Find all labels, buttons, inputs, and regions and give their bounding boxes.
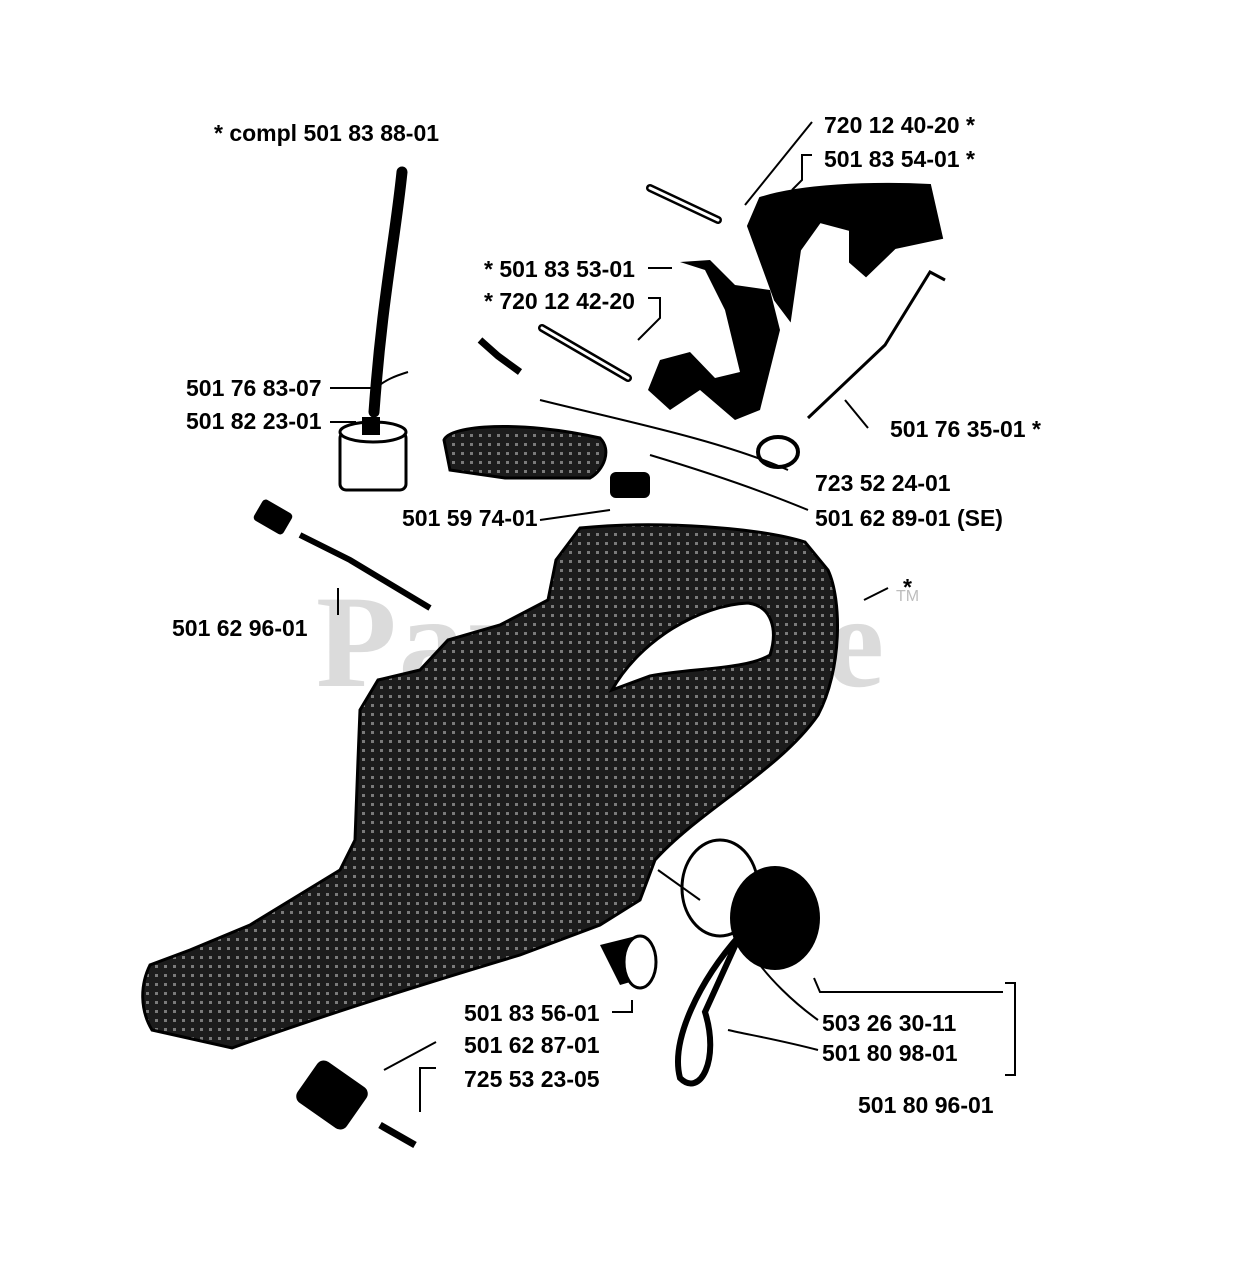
cover-plate[interactable] [442, 424, 608, 480]
label-503-26-30-11: 503 26 30-11 [822, 1010, 957, 1036]
vent-valve[interactable] [293, 1057, 417, 1149]
label-501-76-35-01: 501 76 35-01 * [890, 416, 1041, 442]
label-501-83-53-01: * 501 83 53-01 [484, 256, 635, 282]
plate-sleeve[interactable] [610, 472, 650, 498]
label-501-80-96-01: 501 80 96-01 [858, 1092, 994, 1118]
label-star: * [903, 574, 912, 600]
fuel-cap[interactable] [730, 866, 820, 970]
label-501-59-74-01: 501 59 74-01 [402, 505, 538, 531]
fuel-filter[interactable] [338, 417, 408, 492]
trigger-spring[interactable] [806, 270, 946, 420]
fuel-hose[interactable] [368, 166, 408, 418]
leader-lines [330, 121, 1016, 1112]
throttle-lockout[interactable] [648, 260, 780, 420]
label-501-62-87-01: 501 62 87-01 [464, 1032, 600, 1058]
watermark-trademark: TM [896, 588, 920, 605]
label-501-83-56-01: 501 83 56-01 [464, 1000, 600, 1026]
label-501-62-96-01: 501 62 96-01 [172, 615, 308, 641]
throttle-trigger[interactable] [746, 182, 944, 323]
label-501-62-89-01: 501 62 89-01 (SE) [815, 505, 1003, 531]
label-501-82-23-01: 501 82 23-01 [186, 408, 322, 434]
handle-opening [608, 601, 775, 693]
label-723-52-24-01: 723 52 24-01 [815, 470, 951, 496]
label-720-12-40-20: 720 12 40-20 * [824, 112, 975, 138]
plate-screw[interactable] [477, 337, 523, 375]
cap-strap[interactable] [675, 933, 743, 1087]
label-compl: * compl 501 83 88-01 [214, 120, 440, 146]
lockout-pin-outline [540, 326, 630, 380]
adjuster-needle[interactable] [252, 498, 432, 611]
spring-sleeve[interactable] [756, 435, 800, 469]
label-501-76-83-07: 501 76 83-07 [186, 375, 322, 401]
label-720-12-42-20: * 720 12 42-20 [484, 288, 635, 314]
label-501-80-98-01: 501 80 98-01 [822, 1040, 958, 1066]
label-501-83-54-01: 501 83 54-01 * [824, 146, 975, 172]
label-725-53-23-05: 725 53 23-05 [464, 1066, 600, 1092]
bushing[interactable] [600, 934, 658, 990]
trigger-pin-outline [648, 186, 720, 222]
